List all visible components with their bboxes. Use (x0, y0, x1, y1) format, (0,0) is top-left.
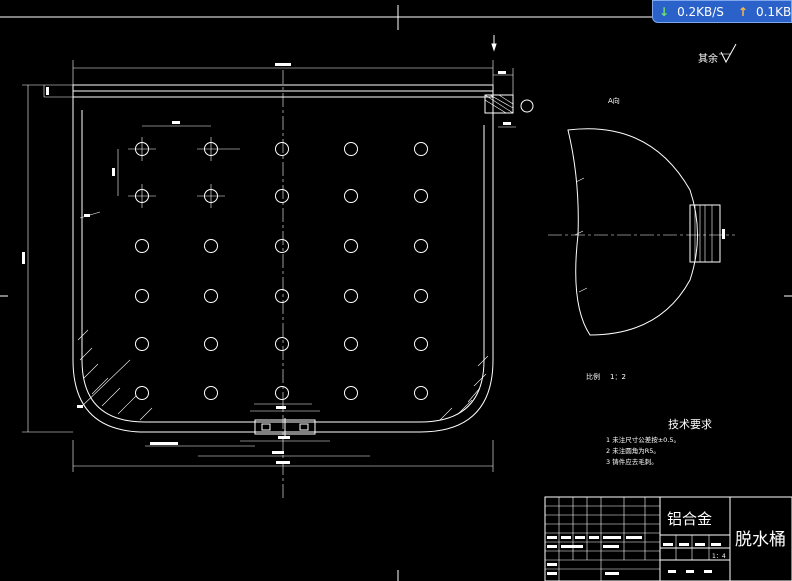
dimension-lines (22, 60, 721, 472)
title-block (544, 496, 792, 581)
view-a-label: A向 (608, 96, 620, 105)
upload-rate: 0.1KB (755, 4, 792, 19)
dimension-marks (22, 63, 725, 464)
arrow-down-icon: ↓ (659, 4, 670, 19)
tech-note-3: 3 铸件应去毛刺。 (606, 457, 658, 466)
network-speed-widget[interactable]: ↓ 0.2KB/S ↑ 0.1KB (652, 0, 792, 23)
arrow-up-icon: ↑ (737, 4, 748, 19)
download-rate: 0.2KB/S (677, 4, 724, 19)
drain-hole-pattern (128, 137, 428, 400)
scale-label: 比例 (586, 372, 600, 381)
view-arrow-a (491, 35, 497, 52)
title-scale-label: 1：4 (712, 553, 726, 560)
roughness-label: 其余 (698, 52, 718, 65)
tech-note-2: 2 未注圆角为R5。 (606, 446, 660, 455)
view-a-detail (567, 128, 721, 336)
material-label: 铝合金 (667, 510, 712, 528)
title-block-marks (547, 536, 721, 575)
roughness-icon (719, 43, 737, 64)
centerlines (282, 70, 735, 500)
part-name-label: 脱水桶 (735, 530, 786, 550)
tub-section-view (72, 84, 534, 436)
scale-value: 1：2 (610, 373, 626, 381)
tech-note-1: 1 未注尺寸公差按±0.5。 (606, 435, 680, 444)
tech-requirements-title: 技术要求 (668, 418, 712, 431)
